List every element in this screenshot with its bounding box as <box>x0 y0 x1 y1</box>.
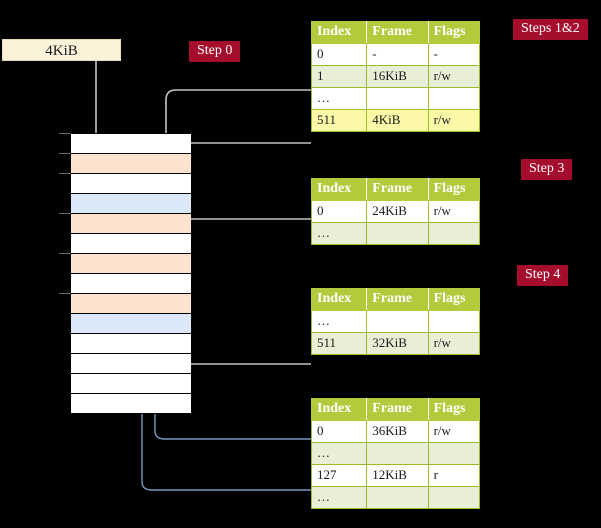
request-size-label: 4KiB <box>45 43 78 59</box>
memory-row <box>71 274 191 294</box>
memory-row <box>59 213 191 234</box>
cell-index: 0 <box>310 43 368 66</box>
cell-index: 511 <box>310 332 368 355</box>
table-header-row: Index Frame Flags <box>310 288 481 311</box>
cell-frame: - <box>366 43 429 66</box>
cell-index: 127 <box>310 464 368 487</box>
cell-frame <box>366 310 429 333</box>
table-header-row: Index Frame Flags <box>310 398 481 421</box>
memory-row <box>59 173 191 194</box>
cell-frame: 4KiB <box>366 109 429 132</box>
cell-index: 0 <box>310 420 368 443</box>
cell-frame: 12KiB <box>366 464 429 487</box>
cell-frame: 16KiB <box>366 65 429 88</box>
memory-row <box>59 253 191 274</box>
table-row[interactable]: 0 - - <box>310 43 481 66</box>
cell-flags <box>427 486 481 509</box>
column-header-flags: Flags <box>427 21 481 44</box>
table-row[interactable]: … <box>310 486 481 509</box>
step-4-text: Step 4 <box>525 267 561 282</box>
memory-row <box>71 374 191 394</box>
memory-row <box>71 234 191 254</box>
cell-flags: r/w <box>427 420 481 443</box>
cell-flags: r/w <box>427 109 481 132</box>
page-table-pd: Index Frame Flags … 511 32KiB r/w <box>310 288 481 355</box>
cell-frame: 32KiB <box>366 332 429 355</box>
cell-index: … <box>310 442 368 465</box>
step-3-text: Step 3 <box>529 161 565 176</box>
cell-frame <box>366 222 429 245</box>
column-header-index: Index <box>310 288 368 311</box>
memory-row <box>71 334 191 354</box>
cell-index: … <box>310 310 368 333</box>
cell-frame <box>366 87 429 110</box>
page-table-pdpt: Index Frame Flags 0 24KiB r/w … <box>310 178 481 245</box>
table-header-row: Index Frame Flags <box>310 21 481 44</box>
column-header-flags: Flags <box>427 398 481 421</box>
memory-row <box>59 153 191 174</box>
cell-frame: 24KiB <box>366 200 429 223</box>
cell-index: … <box>310 486 368 509</box>
table-row[interactable]: 511 4KiB r/w <box>310 109 481 132</box>
table-row[interactable]: 1 16KiB r/w <box>310 65 481 88</box>
table-row[interactable]: 0 24KiB r/w <box>310 200 481 223</box>
column-header-frame: Frame <box>366 398 429 421</box>
page-table-pt: Index Frame Flags 0 36KiB r/w … 127 12Ki… <box>310 398 481 509</box>
wire-pd-32kib <box>175 314 311 365</box>
table-row[interactable]: … <box>310 442 481 465</box>
step-label-step-3: Step 3 <box>521 159 573 180</box>
step-label-step-0: Step 0 <box>189 41 241 62</box>
cell-flags <box>427 442 481 465</box>
memory-row <box>71 194 191 214</box>
memory-row <box>71 314 191 334</box>
column-header-index: Index <box>310 178 368 201</box>
cell-index: … <box>310 222 368 245</box>
column-header-flags: Flags <box>427 288 481 311</box>
cell-flags: - <box>427 43 481 66</box>
table-header-row: Index Frame Flags <box>310 178 481 201</box>
table-row[interactable]: 0 36KiB r/w <box>310 420 481 443</box>
physical-memory-column <box>59 133 191 414</box>
table-row[interactable]: 511 32KiB r/w <box>310 332 481 355</box>
column-header-index: Index <box>310 398 368 421</box>
step-label-step-4: Step 4 <box>517 265 569 286</box>
memory-row <box>59 293 191 314</box>
step-0-text: Step 0 <box>197 43 233 58</box>
table-row[interactable]: … <box>310 222 481 245</box>
cell-flags <box>427 87 481 110</box>
cell-flags: r/w <box>427 200 481 223</box>
steps-1-2-text: Steps 1&2 <box>521 21 580 36</box>
memory-row <box>59 133 191 154</box>
column-header-flags: Flags <box>427 178 481 201</box>
table-row[interactable]: … <box>310 87 481 110</box>
step-label-steps-1-2: Steps 1&2 <box>513 19 588 40</box>
page-table-pml4: Index Frame Flags 0 - - 1 16KiB r/w … <box>310 21 481 132</box>
cell-flags: r/w <box>427 332 481 355</box>
memory-row <box>71 394 191 413</box>
table-row[interactable]: … <box>310 310 481 333</box>
request-size-box: 4KiB <box>2 39 121 61</box>
column-header-frame: Frame <box>366 288 429 311</box>
wire-pml4-4kib <box>175 142 311 164</box>
column-header-index: Index <box>310 21 368 44</box>
cell-index: 511 <box>310 109 368 132</box>
cell-flags <box>427 222 481 245</box>
cell-flags: r/w <box>427 65 481 88</box>
column-header-frame: Frame <box>366 178 429 201</box>
memory-row <box>71 354 191 374</box>
column-header-frame: Frame <box>366 21 429 44</box>
cell-flags: r <box>427 464 481 487</box>
cell-frame <box>366 442 429 465</box>
cell-frame: 36KiB <box>366 420 429 443</box>
cell-index: 0 <box>310 200 368 223</box>
cell-frame <box>366 486 429 509</box>
cell-flags <box>427 310 481 333</box>
cell-index: 1 <box>310 65 368 88</box>
cell-index: … <box>310 87 368 110</box>
table-row[interactable]: 127 12KiB r <box>310 464 481 487</box>
